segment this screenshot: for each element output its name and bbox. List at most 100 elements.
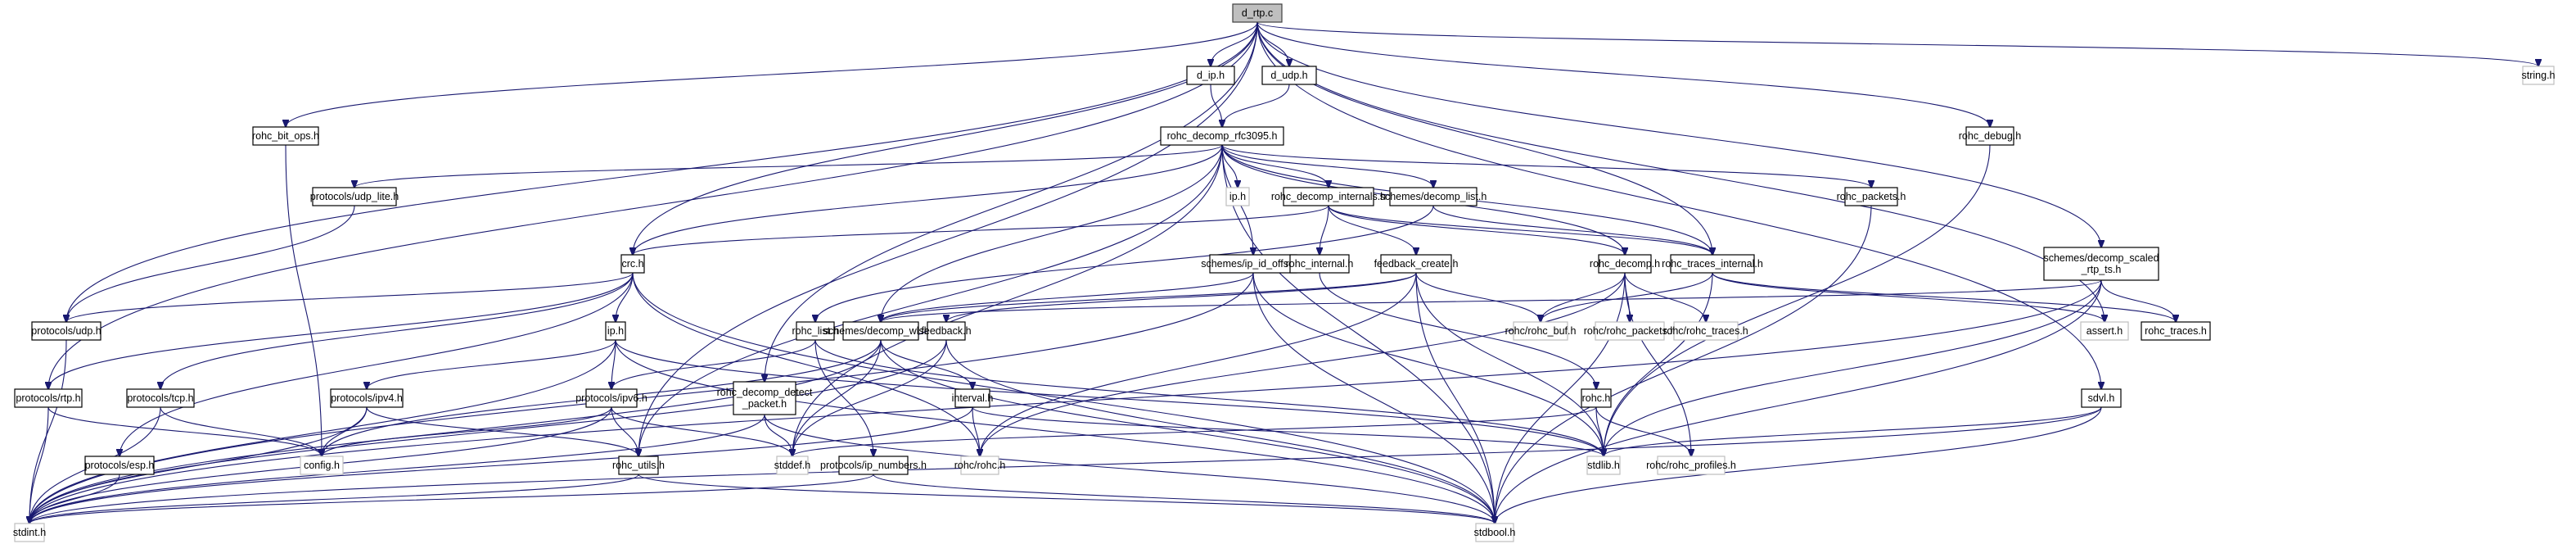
node-protocols-ipv4-h[interactable]: protocols/ipv4.h [330,388,404,408]
node-protocols-tcp-h[interactable]: protocols/tcp.h [126,388,195,408]
edge-rohc_decomp_rfc3095_h-to-protocols_udp_lite_h [354,144,1223,188]
node-box [1232,3,1283,23]
node-box [1283,187,1374,206]
edge-d_rtp_c-to-sdvl_h [1256,21,2101,389]
node-label: rohc_internal.h [1286,258,1354,270]
node-protocols-esp-h[interactable]: protocols/esp.h [84,456,155,475]
node-rohc-rohc-traces-h: rohc/rohc_traces.h [1663,321,1748,341]
node-label: rohc_decomp_internals.h [1271,191,1386,202]
node-schemes-decomp-list-h[interactable]: schemes/decomp_list.h [1380,187,1487,206]
node-crc-h[interactable]: crc.h [620,254,645,274]
node-label: d_ip.h [1197,70,1225,81]
edge-feedback_create_h-to-schemes_decomp_wlsb_h [881,272,1417,322]
node-label: rohc_traces.h [2145,325,2207,337]
edge-crc_h-to-ip_h [616,272,634,322]
edge-rohc_internal_h-to-rohc_h [1319,272,1596,389]
edge-crc_h-to-protocols_udp_h [66,272,634,322]
edge-d_rtp_c-to-protocols_rtp_h [48,21,1258,389]
node-stdint-h: stdint.h [13,523,46,542]
node-rohc-bit-ops-h[interactable]: rohc_bit_ops.h [252,126,319,146]
node-interval-h[interactable]: interval.h [952,388,994,408]
edge-protocols_tcp_h-to-config_h [160,406,322,456]
edge-rohc_traces_internal_h-to-rohc_traces_h [1712,272,2176,322]
node-label: rohc_decomp_rfc3095.h [1167,130,1278,142]
node-rohc-decomp-h[interactable]: rohc_decomp.h [1590,254,1660,274]
node-rohc-decomp-internals-h[interactable]: rohc_decomp_internals.h [1271,187,1386,206]
node-label: rohc_packets.h [1837,191,1906,202]
edge-rohc_decomp_rfc3095_h-to-rohc_decomp_internals_h [1221,144,1329,188]
node-protocols-ipv6-h[interactable]: protocols/ipv6.h [575,388,647,408]
node-rohc-list-h[interactable]: rohc_list.h [792,321,839,341]
node-label: schemes/decomp_list.h [1380,191,1487,202]
node-rohc-debug-h[interactable]: rohc_debug.h [1959,126,2022,146]
node-label: feedback_create.h [1374,258,1459,270]
node-protocols-udp-lite-h[interactable]: protocols/udp_lite.h [310,187,399,206]
node-feedback-create-h[interactable]: feedback_create.h [1374,254,1459,274]
node-box [2141,321,2211,341]
node-rohc-internal-h[interactable]: rohc_internal.h [1286,254,1354,274]
node-protocols-ip-numbers-h[interactable]: protocols/ip_numbers.h [820,456,927,475]
node-schemes-decomp-scaled-rtp-ts-h[interactable]: schemes/decomp_scaled_rtp_ts.h [2043,247,2159,281]
node-box [776,456,809,475]
edge-rohc_decomp_h-to-rohc_rohc_buf_h [1541,272,1626,322]
node-box [585,388,638,408]
node-box [31,321,102,341]
node-schemes-ip-id-offset-h[interactable]: schemes/ip_id_offset.h [1201,254,1306,274]
node-box [605,321,626,341]
node-box [1965,126,2014,146]
node-box [1513,321,1568,341]
node-label: sdvl.h [2088,392,2115,404]
node-box [620,254,645,274]
node-d-ip-h[interactable]: d_ip.h [1186,66,1235,85]
edge-rohc_list_h-to-protocols_ip_numbers_h [814,339,873,456]
node-box [838,456,909,475]
edge-feedback_create_h-to-rohc_rohc_h [980,272,1417,456]
node-rohc-utils-h[interactable]: rohc_utils.h [612,456,665,475]
edge-rohc_traces_internal_h-to-stdlib_h [1604,272,1713,456]
edge-d_udp_h-to-rohc_decomp_rfc3095_h [1222,84,1290,127]
node-rohc-traces-internal-h[interactable]: rohc_traces_internal.h [1662,254,1763,274]
edge-schemes_ip_id_offset_h-to-stdlib_h [1252,272,1604,456]
node-rohc-h[interactable]: rohc.h [1581,388,1612,408]
edge-feedback_h-to-stdint_h [29,339,947,524]
edge-feedback_h-to-stddef_h [792,339,947,456]
edge-rohc_decomp_internals_h-to-rohc_internal_h [1320,205,1329,255]
edge-schemes_decomp_scaled_rtp_ts_h-to-rohc_traces_h [2100,279,2176,322]
node-rohc-packets-h[interactable]: rohc_packets.h [1837,187,1906,206]
node-label: stdbool.h [1474,527,1516,538]
node-assert-h: assert.h [2080,321,2129,341]
node-feedback-h[interactable]: feedback.h [921,321,972,341]
edge-rohc_decomp_rfc3095_h-to-crc_h [633,144,1223,255]
node-protocols-udp-h[interactable]: protocols/udp.h [31,321,102,341]
edge-rohc_decomp_internals_h-to-rohc_traces_internal_h [1328,205,1712,255]
node-schemes-decomp-wlsb-h[interactable]: schemes/decomp_wlsb.h [823,321,938,341]
edge-rohc_decomp_detect_packet_h-to-stdint_h [29,414,765,524]
node-rohc-decomp-detect-packet-h[interactable]: rohc_decomp_detect_packet.h [717,381,813,415]
node-rohc-decomp-rfc3095-h[interactable]: rohc_decomp_rfc3095.h [1160,126,1284,146]
node-box [927,321,966,341]
edge-d_rtp_c-to-rohc_debug_h [1256,21,1990,127]
node-sdvl-h[interactable]: sdvl.h [2081,388,2122,408]
edge-crc_h-to-protocols_rtp_h [48,272,634,389]
edge-d_rtp_c-to-string_h [1256,21,2538,66]
node-box [2043,247,2159,281]
node-box [1289,254,1350,274]
edge-rohc_traces_internal_h-to-rohc_rohc_buf_h [1541,272,1713,322]
node-box [1598,254,1652,274]
node-label: protocols/ipv6.h [575,392,647,404]
node-label: schemes/ip_id_offset.h [1201,258,1306,270]
node-label: rohc_traces_internal.h [1662,258,1763,270]
node-d-udp-h[interactable]: d_udp.h [1261,66,1317,85]
node-rohc-traces-h[interactable]: rohc_traces.h [2141,321,2211,341]
edge-rohc_list_h-to-protocols_ipv6_h [611,339,816,389]
node-box [1595,321,1665,341]
edge-rohc_decomp_h-to-stdbool_h [1495,272,1626,524]
edge-ip_h-to-protocols_ipv4_h [367,339,616,389]
node-ip-h[interactable]: ip.h [605,321,626,341]
edge-protocols_ip_numbers_h-to-stdbool_h [873,474,1495,524]
node-protocols-rtp-h[interactable]: protocols/rtp.h [14,388,83,408]
node-box [1670,254,1755,274]
node-rohc-rohc-h: rohc/rohc.h [954,456,1005,475]
node-box [954,388,990,408]
